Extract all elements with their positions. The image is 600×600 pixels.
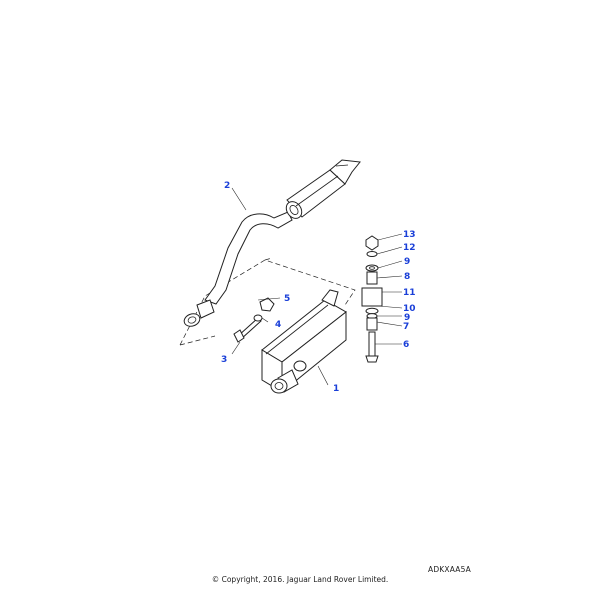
callout-4: 4 bbox=[275, 320, 281, 330]
callout-1: 1 bbox=[333, 384, 339, 394]
front-flange bbox=[183, 299, 215, 327]
callout-2: 2 bbox=[224, 181, 230, 191]
rear-silencer bbox=[261, 289, 347, 394]
callout-3: 3 bbox=[221, 355, 227, 365]
callouts: 1 2 3 4 5 6 7 8 9 9 10 11 12 13 bbox=[221, 181, 416, 394]
callout-10: 10 bbox=[403, 304, 416, 314]
callout-8: 8 bbox=[404, 272, 410, 282]
mounting-stack bbox=[361, 235, 383, 363]
front-pipe-resonator bbox=[204, 159, 361, 305]
nut-5 bbox=[259, 297, 275, 312]
copyright-notice: © Copyright, 2016. Jaguar Land Rover Lim… bbox=[211, 575, 389, 584]
mounting-outline bbox=[179, 257, 356, 346]
callout-9a: 9 bbox=[404, 257, 410, 267]
bolt-3 bbox=[233, 317, 262, 343]
callout-7: 7 bbox=[403, 322, 409, 332]
callout-9b: 9 bbox=[404, 313, 410, 323]
callout-6: 6 bbox=[403, 340, 409, 350]
washer-4 bbox=[253, 314, 263, 322]
callout-5: 5 bbox=[284, 294, 290, 304]
callout-12: 12 bbox=[403, 243, 416, 253]
callout-13: 13 bbox=[403, 230, 416, 240]
callout-11: 11 bbox=[403, 288, 416, 298]
leader-lines bbox=[231, 187, 403, 386]
reference-code: ADKXAA5A bbox=[428, 565, 471, 574]
